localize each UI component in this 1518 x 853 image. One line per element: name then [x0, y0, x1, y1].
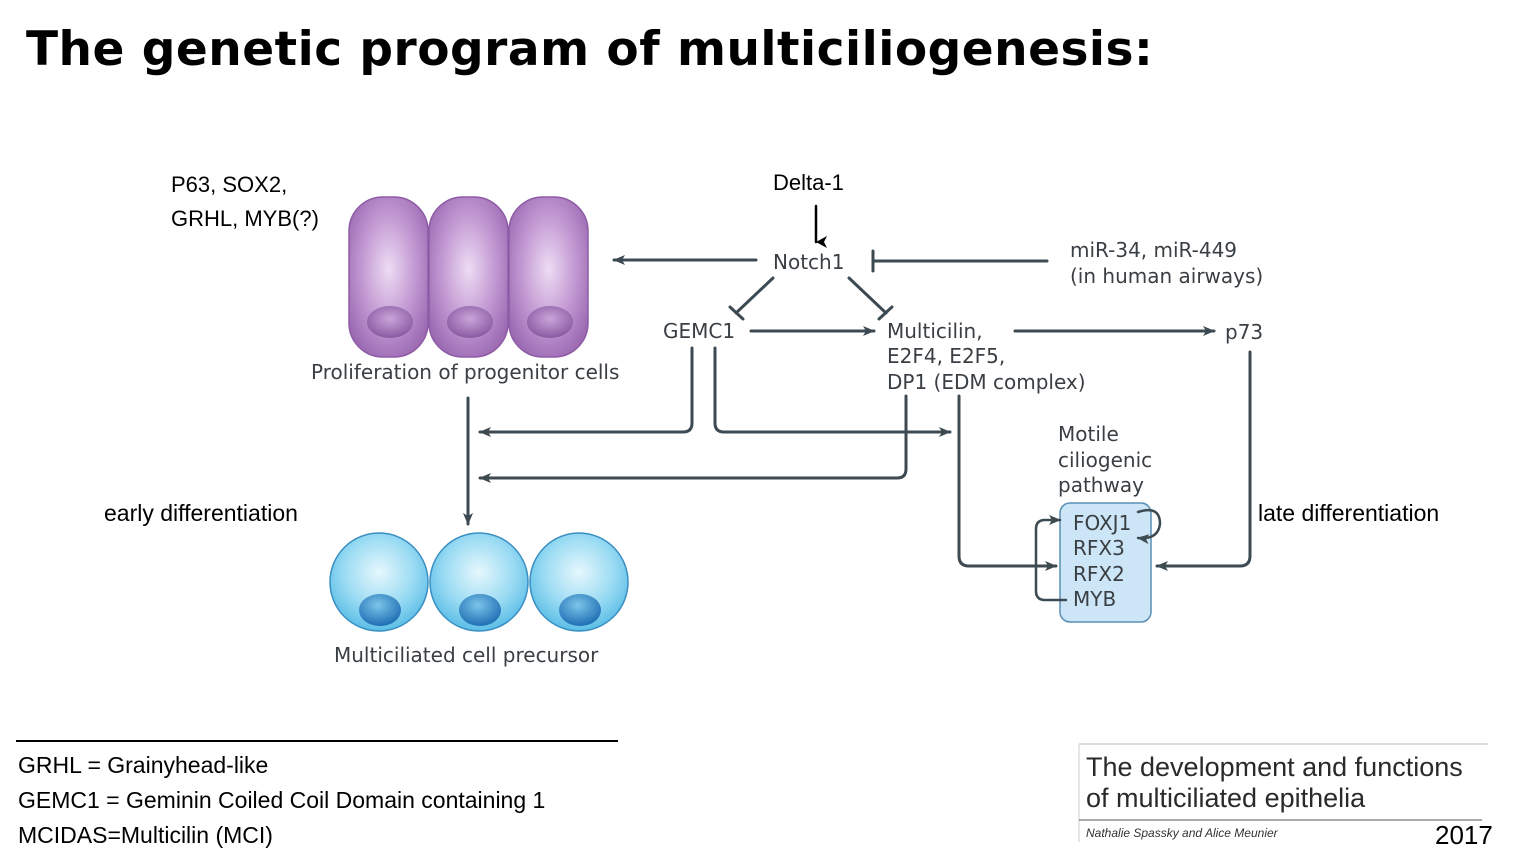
- motile-feedback-loop: [1034, 515, 1068, 602]
- motile-label-line2: ciliogenic: [1058, 448, 1153, 472]
- legend-item-gemc1: GEMC1 = Geminin Coiled Coil Domain conta…: [18, 787, 546, 813]
- delta-label: Delta-1: [773, 170, 844, 195]
- reference-authors: Nathalie Spassky and Alice Meunier: [1086, 826, 1278, 840]
- myb-label: MYB: [1073, 587, 1117, 611]
- progenitor-caption: Proliferation of progenitor cells: [311, 360, 620, 384]
- multicilin-label-line1: Multicilin,: [887, 319, 983, 343]
- inhibition-bar: [877, 305, 894, 321]
- multicilin-to-differentiation-arrow: [478, 394, 908, 483]
- precursor-cells: [329, 532, 629, 632]
- cell-nucleus: [559, 594, 601, 626]
- p73-to-motile-arrow: [1155, 350, 1252, 571]
- early-differentiation-label: early differentiation: [104, 500, 298, 526]
- legend: GRHL = Grainyhead-like GEMC1 = Geminin C…: [18, 748, 545, 853]
- cell-nucleus: [359, 594, 401, 626]
- multicilin-label-line2: E2F4, E2F5,: [887, 344, 1006, 368]
- legend-item-mcidas: MCIDAS=Multicilin (MCI): [18, 822, 273, 848]
- cell-nucleus: [459, 594, 501, 626]
- multicilin-label-line3: DP1 (EDM complex): [887, 370, 1086, 394]
- foxj1-label: FOXJ1: [1073, 511, 1132, 535]
- reference-title-line1: The development and functions: [1086, 752, 1463, 782]
- mir-label-line2: (in human airways): [1070, 264, 1264, 288]
- motile-label-line1: Motile: [1058, 422, 1119, 446]
- rfx2-label: RFX2: [1073, 562, 1125, 586]
- precursor-cell: [329, 532, 429, 632]
- p73-label: p73: [1225, 320, 1264, 344]
- cell-nucleus: [447, 306, 493, 338]
- top-markers-line2: GRHL, MYB(?): [171, 206, 319, 231]
- rfx3-label: RFX3: [1073, 536, 1125, 560]
- cell-nucleus: [367, 306, 413, 338]
- notch-inhibits-multicilin: [847, 276, 888, 315]
- inhibition-bar: [728, 305, 745, 321]
- gemc1-to-differentiation-arrow: [478, 346, 694, 437]
- precursor-cell: [429, 532, 529, 632]
- cell-nucleus: [527, 306, 573, 338]
- foxj1-self-loop: [1136, 508, 1162, 545]
- motile-label-line3: pathway: [1058, 473, 1144, 497]
- mir-label-line1: miR-34, miR-449: [1070, 238, 1238, 262]
- notch-label: Notch1: [773, 250, 845, 274]
- reference-year: 2017: [1435, 820, 1493, 850]
- precursor-caption: Multiciliated cell precursor: [334, 643, 599, 667]
- precursor-cell: [529, 532, 629, 632]
- slide-title: The genetic program of multiciliogenesis…: [26, 22, 1154, 77]
- gemc1-to-motile-arrow: [713, 346, 952, 437]
- gemc1-label: GEMC1: [663, 319, 736, 343]
- top-markers-line1: P63, SOX2,: [171, 172, 288, 197]
- reference-title: The development and functions of multici…: [1086, 752, 1463, 814]
- late-differentiation-label: late differentiation: [1258, 500, 1440, 526]
- legend-item-grhl: GRHL = Grainyhead-like: [18, 752, 269, 778]
- reference-title-line2: of multiciliated epithelia: [1086, 783, 1366, 813]
- multicilin-to-motile-arrow: [957, 394, 1058, 571]
- progenitor-cells: [348, 196, 589, 358]
- notch-inhibits-gemc1: [734, 276, 775, 315]
- motile-pathway-box: [1059, 502, 1152, 623]
